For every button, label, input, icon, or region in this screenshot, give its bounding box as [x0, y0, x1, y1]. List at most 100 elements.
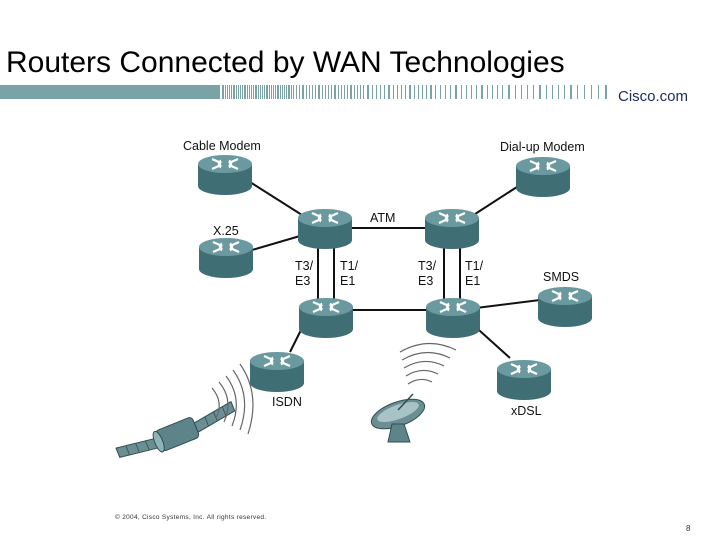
header-stripe: [231, 85, 232, 99]
header-stripe: [312, 85, 313, 99]
header-stripe: [570, 85, 572, 99]
header-stripe: [334, 85, 336, 99]
header-stripe: [264, 85, 265, 99]
label-t3-right-line2: E3: [418, 274, 433, 288]
header-stripe: [455, 85, 457, 99]
header-stripe: [533, 85, 534, 99]
header-stripe: [515, 85, 516, 99]
header-stripe: [222, 85, 224, 99]
header-stripe: [435, 85, 436, 99]
header-stripe: [236, 85, 237, 99]
header-stripe: [357, 85, 358, 99]
header-stripe: [277, 85, 279, 99]
header-band: [0, 85, 607, 99]
header-stripe: [461, 85, 462, 99]
header-stripe: [338, 85, 339, 99]
header-stripe: [405, 85, 406, 99]
header-stripe: [306, 85, 307, 99]
radio-waves-icon: [211, 363, 254, 435]
link-smds: [475, 299, 541, 309]
header-stripe: [233, 85, 235, 99]
header-stripe: [225, 85, 226, 99]
header-stripe: [325, 85, 326, 99]
header-stripe: [393, 85, 394, 99]
label-t1-left-line1: T1/: [340, 259, 359, 273]
page-number: 8: [686, 524, 691, 533]
header-stripe: [591, 85, 592, 99]
header-stripe: [397, 85, 398, 99]
header-stripe: [258, 85, 259, 99]
header-stripe: [244, 85, 246, 99]
header-stripe: [344, 85, 345, 99]
header-stripe: [271, 85, 272, 99]
router-icon-xdsl: [495, 358, 553, 402]
header-stripe: [363, 85, 364, 99]
header-stripe: [466, 85, 467, 99]
header-stripe: [440, 85, 441, 99]
header-stripe: [426, 85, 427, 99]
link-cable-atm-left: [249, 181, 303, 216]
link-x25-atm-left: [251, 235, 301, 251]
label-t1-right-line2: E1: [465, 274, 480, 288]
header-stripe: [367, 85, 369, 99]
label-t1-right-line1: T1/: [465, 259, 484, 273]
header-stripe: [331, 85, 332, 99]
header-stripe: [476, 85, 477, 99]
header-stripe: [605, 85, 607, 99]
header-stripe: [266, 85, 268, 99]
label-isdn: ISDN: [272, 395, 302, 409]
header-stripe: [299, 85, 300, 99]
header-stripe: [384, 85, 385, 99]
header-stripe: [558, 85, 559, 99]
header-stripe: [229, 85, 230, 99]
header-stripe: [288, 85, 290, 99]
router-icon-cable-modem: [196, 153, 254, 197]
header-stripe: [302, 85, 304, 99]
header-stripe: [341, 85, 342, 99]
header-stripe: [546, 85, 547, 99]
header-stripe: [262, 85, 263, 99]
header-stripe: [360, 85, 361, 99]
header-stripe: [414, 85, 415, 99]
header-stripe: [350, 85, 352, 99]
header-stripe: [401, 85, 402, 99]
header-stripe: [487, 85, 488, 99]
satellite-icon: [115, 400, 236, 458]
router-icon-x25: [197, 236, 255, 280]
header-stripe: [260, 85, 261, 99]
router-icon-dialup-modem: [514, 155, 572, 199]
header-stripe: [253, 85, 254, 99]
header-stripe: [539, 85, 541, 99]
header-stripe: [280, 85, 281, 99]
header-stripe: [240, 85, 241, 99]
header-stripe: [273, 85, 274, 99]
radio-waves-icon: [399, 342, 457, 385]
header-stripe: [309, 85, 310, 99]
header-stripe: [328, 85, 329, 99]
label-dialup-modem: Dial-up Modem: [500, 140, 585, 154]
label-t3-left-line2: E3: [295, 274, 310, 288]
header-stripe: [238, 85, 239, 99]
router-icon-smds: [536, 285, 594, 329]
link-dialup-atm-right: [471, 184, 521, 217]
header-stripe: [322, 85, 323, 99]
header-stripe: [430, 85, 432, 99]
header-stripe: [247, 85, 248, 99]
header-stripe: [296, 85, 297, 99]
router-icon-atm-right: [423, 207, 481, 251]
header-stripe: [293, 85, 294, 99]
router-icon-atm-left: [296, 207, 354, 251]
header-stripe: [242, 85, 243, 99]
router-icon-isdn: [248, 350, 306, 394]
header-stripe: [492, 85, 493, 99]
header-stripe: [445, 85, 446, 99]
header-stripe: [527, 85, 528, 99]
header-stripe: [269, 85, 270, 99]
header-stripe: [584, 85, 585, 99]
header-stripe: [275, 85, 276, 99]
label-atm: ATM: [370, 211, 395, 225]
header-stripe: [497, 85, 498, 99]
header-stripe: [251, 85, 252, 99]
header-stripe: [481, 85, 483, 99]
router-icon-bottom-left: [297, 296, 355, 340]
